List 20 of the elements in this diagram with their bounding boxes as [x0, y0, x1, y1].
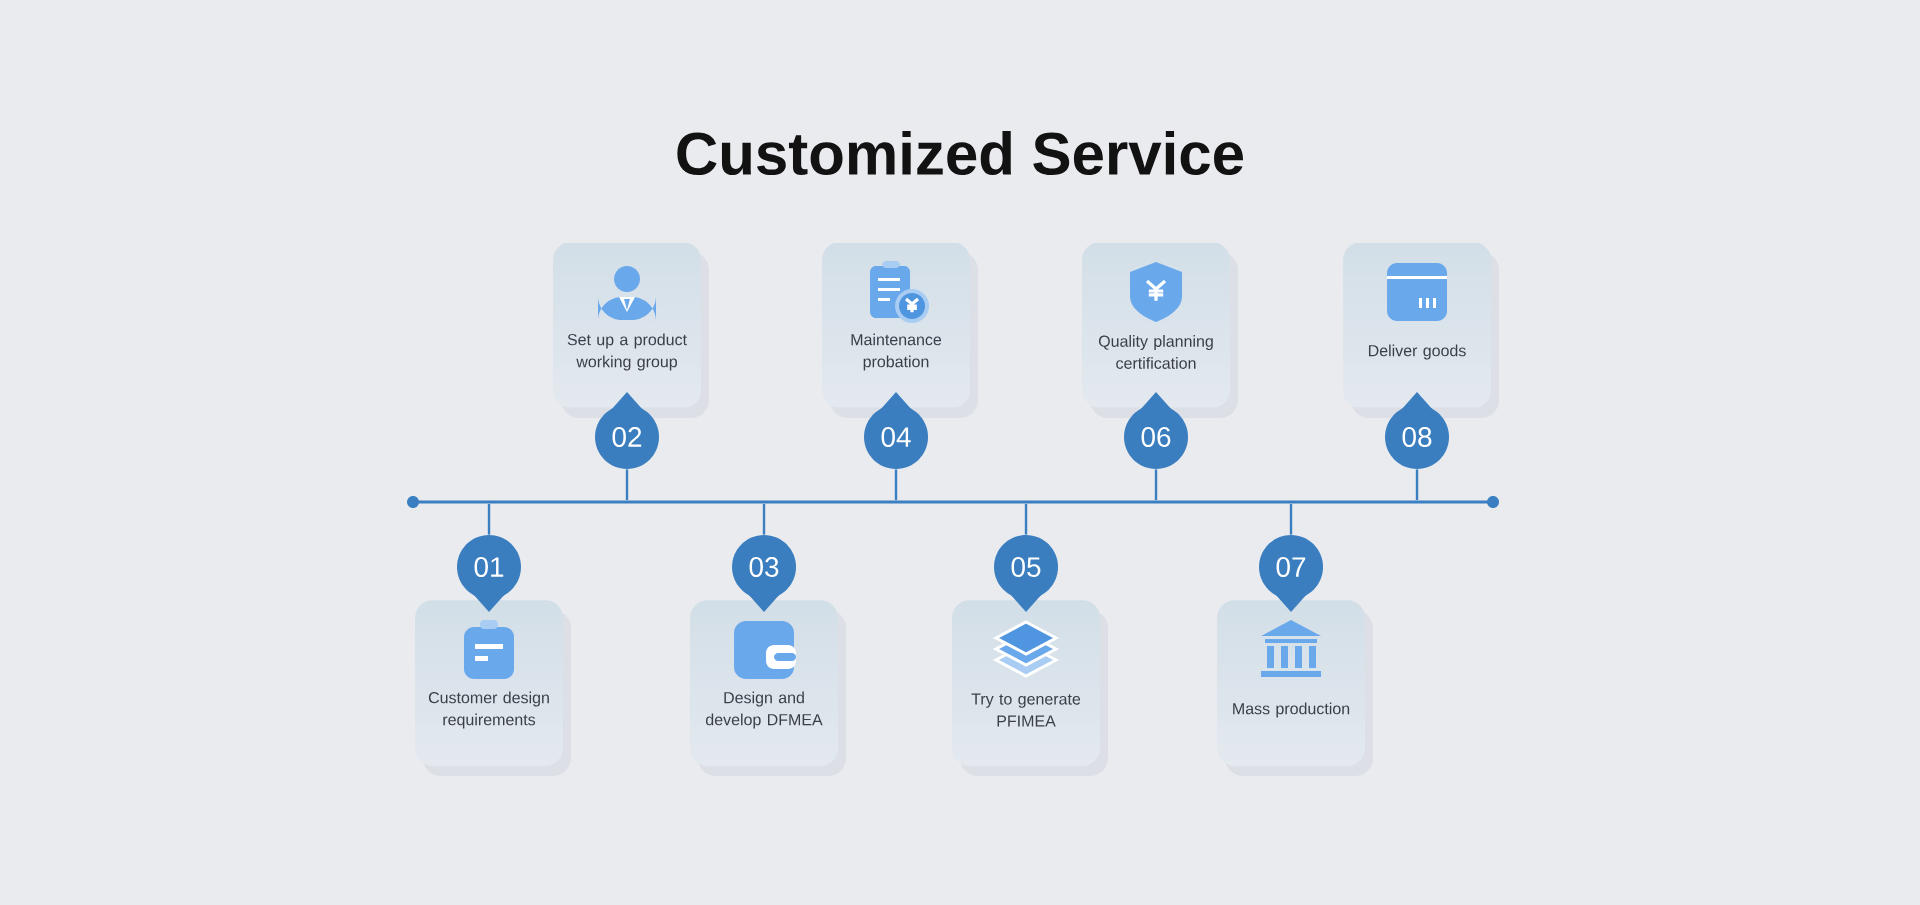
number-pin: 07: [1259, 535, 1323, 612]
number-pin: 01: [457, 535, 521, 612]
connector-line: [1024, 503, 1028, 535]
connector-line: [1154, 469, 1158, 501]
connector-line: [487, 503, 491, 535]
title: Customized Service: [677, 130, 1243, 176]
number-pin: 04: [864, 392, 928, 469]
number-pin: 02: [595, 392, 659, 469]
number-pin: 08: [1385, 392, 1449, 469]
connector-line: [1415, 469, 1419, 501]
timeline: [407, 496, 1500, 508]
connector-line: [762, 503, 766, 535]
step-card: Set up a product working group: [553, 242, 709, 418]
connector-line: [625, 469, 629, 501]
number-pin: 06: [1124, 392, 1188, 469]
connector-line: [894, 469, 898, 501]
number-pin: 03: [732, 535, 796, 612]
number-pin: 05: [994, 535, 1058, 612]
step-card: Mass production: [1217, 600, 1373, 776]
connector-line: [1289, 503, 1293, 535]
